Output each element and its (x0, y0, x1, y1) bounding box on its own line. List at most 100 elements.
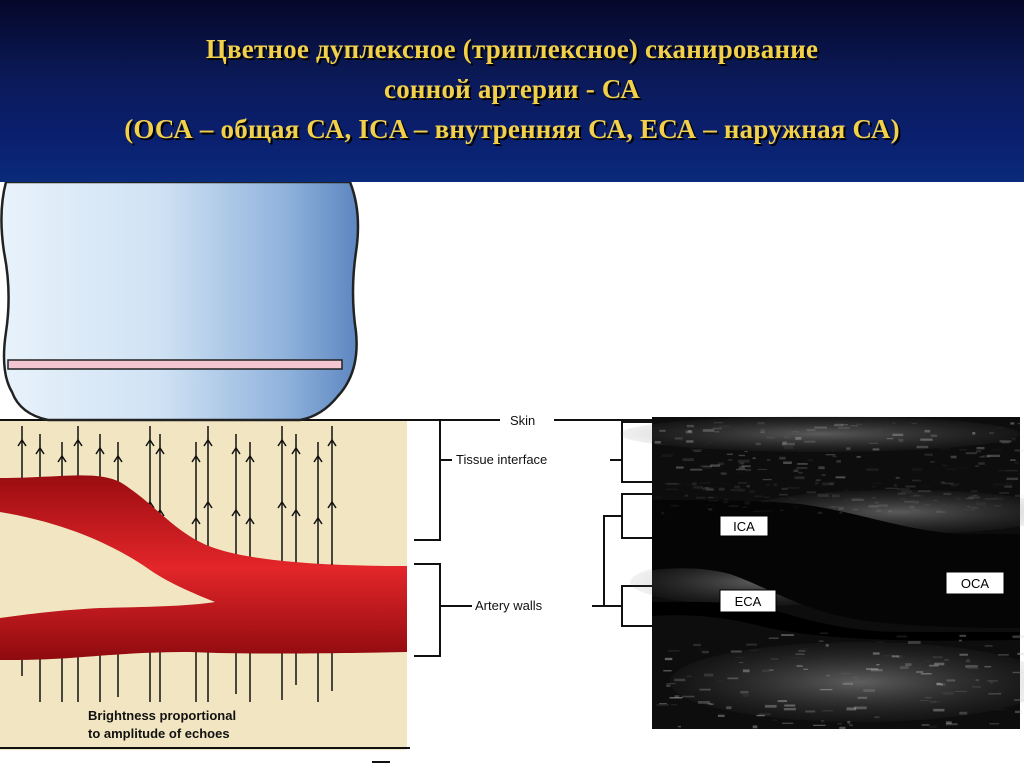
carotid-artery-drawing (0, 475, 407, 660)
speckle (727, 677, 739, 680)
speckle (783, 435, 790, 439)
speckle (742, 506, 748, 508)
speckle (699, 482, 711, 484)
speckle (745, 468, 752, 472)
speckle (1014, 449, 1024, 452)
speckle (831, 494, 840, 498)
speckle (768, 637, 779, 639)
speckle (759, 713, 771, 716)
speckle (972, 432, 976, 435)
speckle (936, 682, 941, 685)
speckle (876, 509, 882, 512)
speckle (959, 653, 968, 656)
speckle (709, 703, 714, 705)
speckle (912, 479, 922, 482)
speckle (668, 650, 680, 652)
speckle (942, 691, 954, 695)
speckle (754, 495, 763, 498)
speckle (803, 668, 808, 670)
speckle (795, 653, 805, 655)
speckle (804, 440, 816, 443)
speckle (730, 489, 738, 491)
speckle (825, 492, 833, 495)
echo-arrowhead (145, 438, 155, 447)
speckle (688, 430, 692, 433)
speckle (946, 721, 952, 725)
speckle (900, 498, 906, 500)
speckle (739, 661, 744, 664)
speckle (971, 506, 979, 510)
speckle (794, 506, 800, 509)
speckle (693, 450, 701, 452)
speckle (781, 634, 794, 637)
speckle (984, 506, 988, 508)
echo-arrowhead (203, 438, 213, 447)
speckle (746, 484, 751, 488)
speckle (796, 467, 808, 470)
speckle (892, 433, 904, 437)
speckle (868, 442, 879, 444)
speckle (766, 483, 770, 486)
speckle (693, 724, 703, 725)
speckle (760, 510, 771, 512)
speckle (1014, 710, 1023, 714)
speckle (872, 652, 880, 655)
speckle (971, 494, 975, 498)
echo-arrowhead (35, 446, 45, 455)
speckle (1005, 469, 1018, 472)
speckle (782, 442, 795, 446)
speckle (975, 450, 982, 453)
ultrasound-label-eca: ECA (719, 589, 777, 613)
speckle (815, 479, 821, 482)
speckle (769, 669, 774, 671)
speckle (900, 478, 905, 481)
speckle (868, 504, 879, 508)
speckle (975, 502, 986, 506)
echo-arrowhead (191, 454, 201, 463)
speckle (924, 504, 930, 506)
speckle (686, 440, 694, 443)
speckle (734, 485, 740, 489)
speckle (690, 468, 703, 471)
speckle (956, 497, 961, 500)
speckle (975, 679, 980, 682)
speckle (984, 645, 993, 647)
speckle (925, 660, 931, 662)
speckle (1006, 477, 1019, 481)
echo-arrowhead (95, 446, 105, 455)
speckle (770, 658, 779, 660)
speckle (814, 426, 827, 429)
speckle (674, 695, 680, 698)
speckle (946, 679, 956, 682)
speckle (781, 487, 788, 490)
speckle (896, 655, 902, 658)
speckle (682, 458, 694, 462)
speckle (872, 448, 880, 451)
speckle (977, 443, 982, 444)
speckle (726, 453, 733, 455)
speckle (838, 506, 844, 510)
speckle (849, 498, 862, 501)
speckle (704, 486, 709, 489)
speckle (901, 490, 913, 493)
speckle (934, 701, 940, 703)
speckle (943, 492, 952, 496)
speckle (837, 722, 842, 725)
speckle (919, 700, 930, 702)
echo-arrowhead (291, 508, 301, 517)
speckle (872, 482, 882, 485)
speckle (825, 454, 836, 456)
speckle (797, 463, 808, 465)
speckle (861, 488, 865, 489)
speckle (965, 452, 977, 455)
speckle (998, 470, 1006, 472)
brightness-label-line-2: to amplitude of echoes (88, 726, 230, 741)
speckle (760, 431, 765, 433)
speckle (707, 703, 713, 705)
speckle (805, 710, 816, 713)
label-brackets (410, 419, 652, 657)
speckle (940, 481, 945, 484)
speckle (722, 501, 729, 503)
speckle (863, 689, 876, 692)
speckle (798, 650, 806, 652)
